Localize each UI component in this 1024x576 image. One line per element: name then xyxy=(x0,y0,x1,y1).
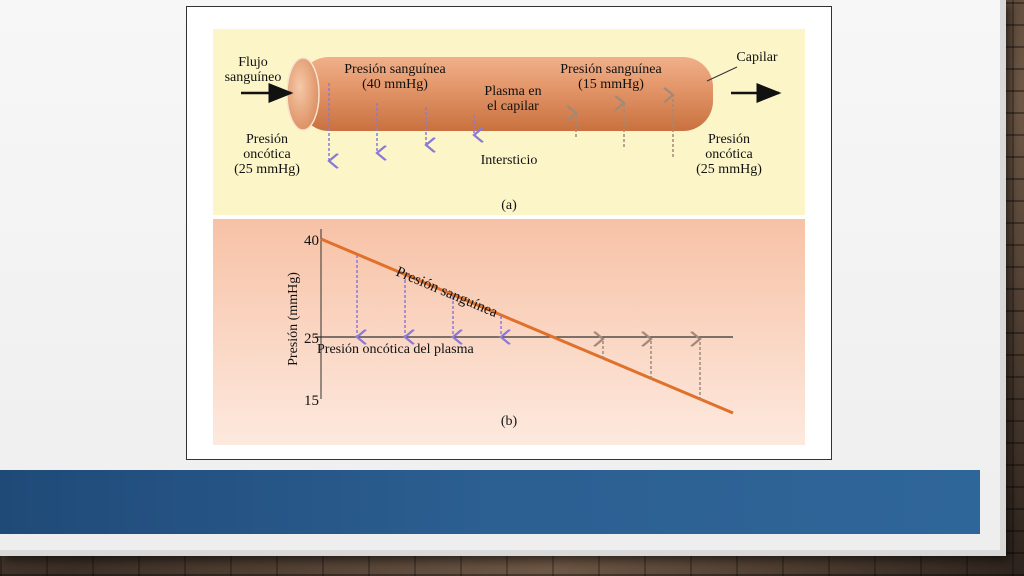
plasma-label-1: Plasma en xyxy=(484,84,541,99)
caption-b: (b) xyxy=(501,414,518,429)
presion-right-label-1: Presión sanguínea xyxy=(560,62,662,77)
intersticio-label: Intersticio xyxy=(481,153,538,168)
presion-left-label-2: (40 mmHg) xyxy=(362,77,428,92)
capillary-opening xyxy=(286,57,320,131)
oncotica-right-label-1: Presión xyxy=(708,132,750,147)
oncotic-pressure-label: Presión oncótica del plasma xyxy=(317,342,474,357)
blood-pressure-line xyxy=(320,237,734,415)
plasma-label-2: el capilar xyxy=(487,99,539,114)
oncotica-left-label-2: oncótica xyxy=(243,147,291,162)
panel-b-background xyxy=(213,219,805,445)
slide-edge xyxy=(0,0,1006,556)
capillary-tube xyxy=(299,57,713,131)
y-tick-15: 15 xyxy=(304,393,319,409)
footer-band xyxy=(0,470,980,534)
y-tick-40: 40 xyxy=(304,233,319,249)
caption-a: (a) xyxy=(501,198,517,213)
oncotica-right-label-2: oncótica xyxy=(705,147,753,162)
flujo-label-2: sanguíneo xyxy=(225,70,282,85)
oncotica-left-label-1: Presión xyxy=(246,132,288,147)
capilar-label: Capilar xyxy=(736,50,778,65)
figure-svg: Flujo sanguíneo Presión sanguínea (40 mm… xyxy=(213,29,805,445)
oncotica-left-label-3: (25 mmHg) xyxy=(234,162,300,177)
capillary-pressure-figure: Flujo sanguíneo Presión sanguínea (40 mm… xyxy=(186,6,832,460)
flujo-label-1: Flujo xyxy=(238,55,268,70)
oncotica-right-label-3: (25 mmHg) xyxy=(696,162,762,177)
y-tick-25: 25 xyxy=(304,331,319,347)
capilar-pointer xyxy=(706,66,738,82)
y-axis-label: Presión (mmHg) xyxy=(286,272,301,366)
presion-right-label-2: (15 mmHg) xyxy=(578,77,644,92)
presion-left-label-1: Presión sanguínea xyxy=(344,62,446,77)
